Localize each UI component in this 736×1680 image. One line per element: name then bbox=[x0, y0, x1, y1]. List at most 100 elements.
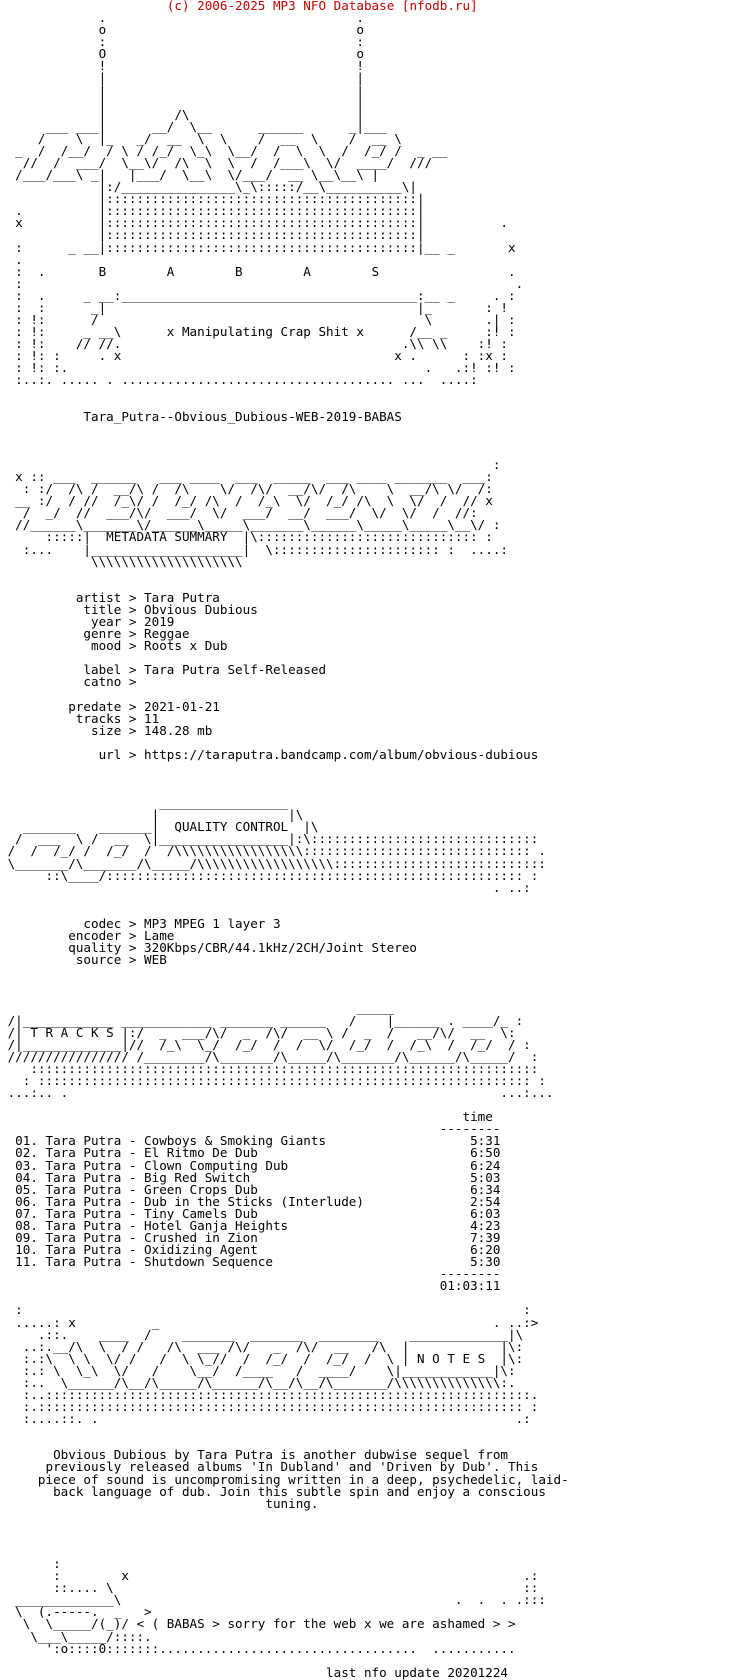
nfo-line: ::::::::::::::::::::::::::::::::::::::::… bbox=[0, 1060, 539, 1076]
nfo-line: : bbox=[0, 456, 501, 472]
nfo-line: 05. Tara Putra - Green Crops Dub 6:34 bbox=[0, 1181, 501, 1197]
nfo-line: |:::::::::::::::::::::::::::::::::::::::… bbox=[0, 191, 425, 207]
nfo-line: . ..: bbox=[0, 879, 531, 895]
nfo-line: encoder > Lame bbox=[0, 928, 175, 944]
nfo-line: x |:::::::::::::::::::::::::::::::::::::… bbox=[0, 215, 508, 231]
nfo-line: O o bbox=[0, 46, 364, 62]
nfo-line: :....::. . .: bbox=[0, 1411, 531, 1427]
nfo-line: : !: / \ .| : bbox=[0, 312, 516, 328]
nfo-line: : !: :. . .:! :! : bbox=[0, 360, 516, 376]
nfo-line: last nfo update 20201224 bbox=[0, 1664, 508, 1680]
nfo-line: |:::::::::::::::::::::::::::::::::::::::… bbox=[0, 227, 425, 243]
nfo-line: / ___ \ / __ \|_________________|:\:::::… bbox=[0, 831, 539, 847]
credit-line: (c) 2006-2025 MP3 NFO Database [nfodb.ru… bbox=[0, 0, 736, 12]
nfo-line: 06. Tara Putra - Dub in the Sticks (Inte… bbox=[0, 1193, 501, 1209]
nfo-line: : !: // //. .\\ \\ :! : bbox=[0, 336, 508, 352]
nfo-line: codec > MP3 MPEG 1 layer 3 bbox=[0, 915, 281, 931]
nfo-line: 08. Tara Putra - Hotel Ganja Heights 4:2… bbox=[0, 1217, 501, 1233]
nfo-line: | /\ | bbox=[0, 106, 364, 122]
nfo-line: ___ ___| __/ \__ ______ _|___ bbox=[0, 118, 387, 134]
nfo-line: : : bbox=[0, 34, 364, 50]
nfo-line: // / ___/ \__\/ /\ \ \ / /___\ \/ ____/ … bbox=[0, 155, 433, 171]
nfo-line: 10. Tara Putra - Oxidizing Agent 6:20 bbox=[0, 1242, 501, 1258]
nfo-line: :.::::::::::::::::::::::::::::::::::::::… bbox=[0, 1399, 539, 1415]
nfo-line: : x .: bbox=[0, 1568, 539, 1584]
nfo-line: _______ _______| QUALITY CONTROL |\ bbox=[0, 819, 319, 835]
nfo-line: :... |____________________| \:::::::::::… bbox=[0, 541, 508, 557]
nfo-line: size > 148.28 mb bbox=[0, 722, 213, 738]
nfo-line: /|_____________|// /_\ \_/ /_/ / / \/ /_… bbox=[0, 1036, 531, 1052]
nfo-line: :..:. ..... . ..........................… bbox=[0, 372, 478, 388]
nfo-line: tracks > 11 bbox=[0, 710, 160, 726]
nfo-line: predate > 2021-01-21 bbox=[0, 698, 220, 714]
nfo-line: mood > Roots x Dub bbox=[0, 638, 228, 654]
nfo-line: _____ bbox=[0, 1000, 395, 1016]
nfo-line: 03. Tara Putra - Clown Computing Dub 6:2… bbox=[0, 1157, 501, 1173]
nfo-line: \ (.-----. _ > bbox=[0, 1604, 152, 1620]
nfo-line: : : bbox=[0, 1302, 531, 1318]
nfo-line: :::::| METADATA SUMMARY |\::::::::::::::… bbox=[0, 529, 493, 545]
nfo-line bbox=[0, 387, 736, 399]
nfo-line bbox=[0, 894, 736, 906]
nfo-line: 02. Tara Putra - El Ritmo De Dub 6:50 bbox=[0, 1145, 501, 1161]
nfo-line bbox=[0, 1510, 736, 1522]
nfo-line: ..:.__/\ \ / / /\ ___ /\/ _ /\/ __ /\ | … bbox=[0, 1338, 524, 1354]
nfo-line: /|____________ ____________ _______ ____… bbox=[0, 1012, 524, 1028]
nfo-line: / _/ // ___/\/ ___/ \/ ___/ __/ ___/ \/ … bbox=[0, 505, 478, 521]
nfo-line: :.:\ \ \ \/ / / \ \_// / /_/ / /_/ / \ |… bbox=[0, 1350, 524, 1366]
nfo-line: \___\_____/::::. bbox=[0, 1628, 152, 1644]
nfo-line: _________________ bbox=[0, 795, 289, 811]
nfo-line: artist > Tara Putra bbox=[0, 589, 220, 605]
nfo-line bbox=[0, 423, 736, 435]
nfo-line: //______\_______\/______\_____\_______\_… bbox=[0, 517, 501, 533]
nfo-line bbox=[0, 1534, 736, 1546]
nfo-line: | |\ bbox=[0, 807, 304, 823]
nfo-line: :.: \ \_\ \/ / \__/ /____ / ____/ \|____… bbox=[0, 1362, 516, 1378]
credit-text: (c) 2006-2025 MP3 NFO Database [nfodb.ru… bbox=[166, 0, 478, 13]
nfo-line: -------- bbox=[0, 1266, 501, 1282]
nfo-line: _ / /__/ / \ / /_/ \_\ \__/ / \ \ / /_/ … bbox=[0, 142, 448, 158]
nfo-line: ! ! bbox=[0, 58, 364, 74]
nfo-line: :..:::::::::::::::::::::::::::::::::::::… bbox=[0, 1386, 539, 1402]
nfo-line: source > WEB bbox=[0, 952, 167, 968]
nfo-line: / \ |_ _/ __ \ \ / __ \ / __ \ bbox=[0, 130, 402, 146]
nfo-line: __ :/ / // /_\/ / /_/ /\ / /_\ \/ /_/ /\… bbox=[0, 493, 493, 509]
nfo-line: 11. Tara Putra - Shutdown Sequence 5:30 bbox=[0, 1254, 501, 1270]
nfo-line: Obvious Dubious by Tara Putra is another… bbox=[0, 1447, 508, 1463]
nfo-line bbox=[0, 773, 736, 785]
nfo-line: ::\____/::::::::::::::::::::::::::::::::… bbox=[0, 867, 539, 883]
nfo-line: //////////////// /________/\_______/\___… bbox=[0, 1048, 539, 1064]
nfo-line: | | bbox=[0, 70, 364, 86]
nfo-line: /| T R A C K S |:/ _ ___/\/ _ /\/ __ \ /… bbox=[0, 1024, 516, 1040]
nfo-line: \\\\\\\\\\\\\\\\\\\\ bbox=[0, 553, 243, 569]
nfo-line: : !: : . x x . : :x : bbox=[0, 348, 508, 364]
nfo-line: :.. \______/\__/\_____/\______/\__/\__/\… bbox=[0, 1374, 516, 1390]
nfo-line: : bbox=[0, 1556, 61, 1572]
nfo-line: /___/___\ _| |___/ \__\ \/___/ __ \__\__… bbox=[0, 167, 380, 183]
nfo-line: Tara_Putra--Obvious_Dubious-WEB-2019-BAB… bbox=[0, 408, 402, 424]
nfo-line: \_______/\_______/\_____/\\\\\\\\\\\\\\\… bbox=[0, 855, 546, 871]
nfo-line: : !: _ __\ x Manipulating Crap Shit x /_… bbox=[0, 324, 516, 340]
nfo-line: title > Obvious Dubious bbox=[0, 601, 258, 617]
nfo-line: x :: ___ ______ ___ ____ ___ _____ ___ _… bbox=[0, 469, 493, 485]
nfo-line bbox=[0, 435, 736, 447]
nfo-line: . |:::::::::::::::::::::::::::::::::::::… bbox=[0, 203, 425, 219]
nfo-line: 04. Tara Putra - Big Red Switch 5:03 bbox=[0, 1169, 501, 1185]
nfo-line: : . _ __:_______________________________… bbox=[0, 287, 516, 303]
nfo-line bbox=[0, 568, 736, 580]
nfo-line: previously released albums 'In Dubland' … bbox=[0, 1459, 539, 1475]
nfo-line bbox=[0, 1546, 736, 1558]
nfo-line: : _ __|:::::::::::::::::::::::::::::::::… bbox=[0, 239, 516, 255]
nfo-line: label > Tara Putra Self-Released bbox=[0, 662, 327, 678]
nfo-line: 07. Tara Putra - Tiny Camels Dub 6:03 bbox=[0, 1205, 501, 1221]
nfo-line: piece of sound is uncompromising written… bbox=[0, 1471, 569, 1487]
nfo-line: catno > bbox=[0, 674, 137, 690]
nfo-line: . . bbox=[0, 10, 364, 26]
nfo-line bbox=[0, 1522, 736, 1534]
nfo-line: ':o::::0:::::::.........................… bbox=[0, 1640, 516, 1656]
nfo-line: genre > Reggae bbox=[0, 626, 190, 642]
nfo-line: / / /_/ / /_/ / /\\\\\\\\\\\\\\\\\::::::… bbox=[0, 843, 546, 859]
nfo-line bbox=[0, 761, 736, 773]
nfo-line: 01:03:11 bbox=[0, 1278, 501, 1294]
